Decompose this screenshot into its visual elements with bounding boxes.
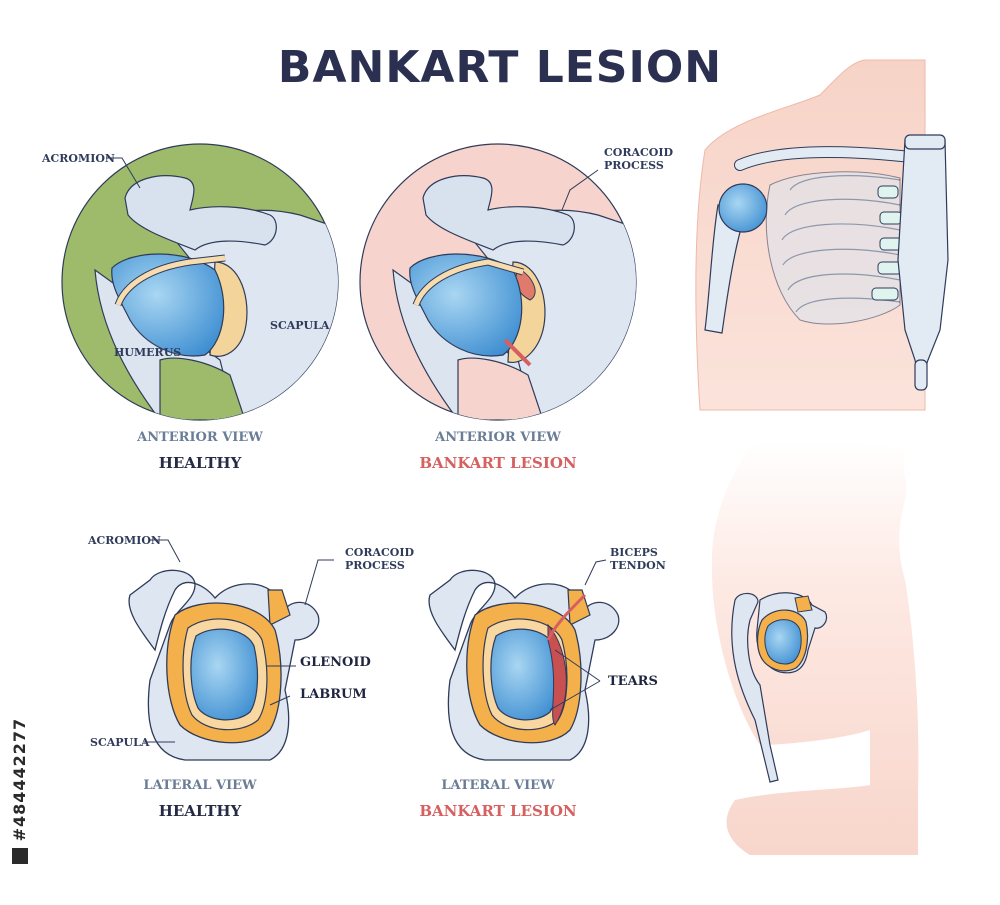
label-glenoid: GLENOID <box>300 655 371 670</box>
anterior-lesion-diagram <box>359 143 637 421</box>
label-labrum: LABRUM <box>300 687 367 702</box>
stock-id-text: #484442277 <box>10 717 29 842</box>
anterior-healthy-diagram <box>61 143 339 421</box>
caption-lateral-view-healthy: LATERAL VIEW <box>143 778 257 793</box>
leader-lines <box>106 157 607 743</box>
caption-healthy-top: HEALTHY <box>158 454 242 472</box>
caption-lateral-view-lesion: LATERAL VIEW <box>441 778 555 793</box>
page-title: BANKART LESION <box>277 42 723 93</box>
label-acromion-top: ACROMION <box>42 152 115 165</box>
caption-bankart-lesion-bottom: BANKART LESION <box>419 802 577 820</box>
label-acromion-bottom: ACROMION <box>88 534 161 547</box>
label-coracoid-process-top: CORACOID PROCESS <box>604 146 674 172</box>
caption-anterior-view-healthy: ANTERIOR VIEW <box>137 430 263 445</box>
label-tears: TEARS <box>608 674 658 689</box>
caption-bankart-lesion-top: BANKART LESION <box>419 454 577 472</box>
label-scapula-top: SCAPULA <box>270 319 330 332</box>
stock-logo-icon <box>12 848 28 864</box>
torso-lateral <box>711 441 919 855</box>
lateral-healthy-diagram <box>128 569 320 761</box>
caption-healthy-bottom: HEALTHY <box>158 802 242 820</box>
caption-anterior-view-lesion: ANTERIOR VIEW <box>435 430 561 445</box>
torso-anterior <box>695 59 949 411</box>
label-humerus: HUMERUS <box>114 346 182 359</box>
lateral-lesion-diagram <box>428 569 620 761</box>
label-biceps-tendon: BICEPS TENDON <box>610 546 666 572</box>
label-coracoid-process-bottom: CORACOID PROCESS <box>345 546 415 572</box>
label-scapula-bottom: SCAPULA <box>90 736 150 749</box>
stock-id-watermark: #484442277 <box>10 660 30 870</box>
